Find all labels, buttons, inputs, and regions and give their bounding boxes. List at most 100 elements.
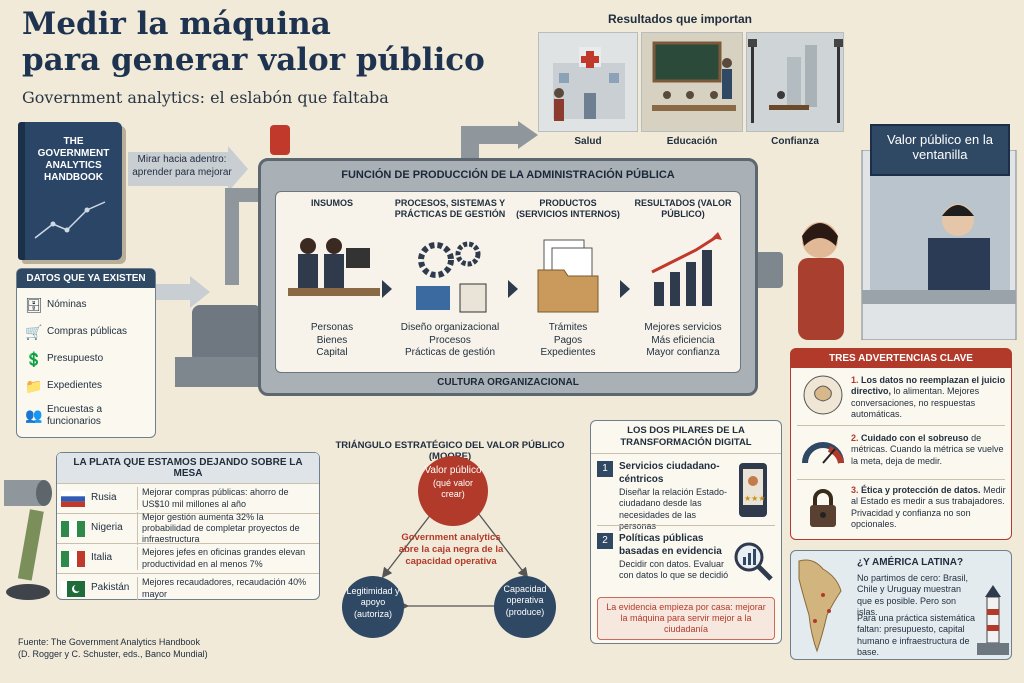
money-row-pakistan: Pakistán Mejores recaudadores, recaudaci… (57, 573, 319, 603)
source-line-2: (D. Rogger y C. Schuster, eds., Banco Mu… (18, 649, 208, 659)
node-capacity: Capacidad operativa (produce) (494, 576, 556, 638)
processes-items: Diseño organizacional Procesos Prácticas… (394, 322, 506, 360)
money-pipe-illustration (4, 474, 54, 604)
money-country: Italia (91, 552, 113, 564)
warning-number: 3. (851, 485, 859, 495)
latam-map-icon (798, 559, 842, 653)
folder-icon: 📁 (25, 377, 43, 394)
result-item: Más eficiencia (651, 334, 715, 346)
stage-arrow-icon (382, 280, 392, 298)
pipe-right (755, 252, 783, 288)
stage-arrow-icon (508, 280, 518, 298)
node-legitimacy: Legitimidad y apoyo (autoriza) (342, 576, 404, 638)
warning-text: lo alimentan. Mejores conversaciones, no… (851, 386, 980, 419)
triangle-center-text: Government analytics abre la caja negra … (398, 532, 504, 567)
look-inside-text: Mirar hacia adentro: aprender para mejor… (132, 154, 232, 178)
machine-title: FUNCIÓN DE PRODUCCIÓN DE LA ADMINISTRACI… (341, 169, 675, 181)
money-row-russia: Rusia Mejorar compras públicas: ahorro d… (57, 483, 319, 513)
warning-bold: Ética y protección de datos. (861, 485, 981, 495)
money-row-nigeria: Nigeria Mejor gestión aumenta 32% la pro… (57, 511, 319, 546)
book-title-2: GOVERNMENT (37, 148, 110, 159)
triangle-arrows (381, 501, 529, 612)
machine-window: INSUMOS PROCESOS, SISTEMAS Y PRÁCTICAS D… (275, 191, 741, 373)
inputs-items: Personas Bienes Capital (280, 322, 384, 360)
result-health-label: Salud (574, 136, 602, 147)
flag-italy-icon (61, 550, 85, 567)
svg-text:★★★: ★★★ (744, 494, 766, 503)
input-item: Bienes (316, 334, 348, 346)
product-item: Pagos (553, 334, 583, 346)
product-item: Expedientes (540, 347, 596, 358)
result-trust-label: Confianza (771, 136, 819, 147)
look-inside-arrow: Mirar hacia adentro: aprender para mejor… (128, 146, 248, 192)
node-legitimacy-label: Legitimidad y apoyo (346, 586, 400, 608)
data-arrow (150, 276, 210, 308)
flag-russia-icon (61, 490, 85, 507)
warning-number: 1. (851, 375, 859, 385)
pillar-2-text: Decidir con datos. Evaluar con datos lo … (619, 559, 729, 581)
warnings-title: TRES ADVERTENCIAS CLAVE (791, 349, 1011, 368)
flag-nigeria-icon (61, 520, 85, 537)
gauge-icon (802, 442, 844, 464)
node-public-value-label: Valor público (424, 465, 482, 476)
source-line-1: Fuente: The Government Analytics Handboo… (18, 637, 200, 647)
pillar-2-head: Políticas públicas basadas en evidencia (619, 533, 722, 557)
money-text: Mejores jefes en oficinas grandes elevan… (137, 547, 309, 570)
existing-item: Nóminas (47, 299, 87, 311)
existing-data-title: DATOS QUE YA EXISTEN (17, 269, 155, 288)
flag-pakistan-icon (61, 580, 85, 597)
folders-icon (537, 239, 599, 313)
money-title: LA PLATA QUE ESTAMOS DEJANDO SOBRE LA ME… (57, 453, 319, 483)
title-line-1: Medir la máquina (22, 6, 331, 42)
latam-panel: ¿Y AMÉRICA LATINA? No partimos de cero: … (790, 550, 1012, 660)
warning-text: de métricas. Cuando la métrica se vuelve… (851, 433, 1004, 466)
warnings-panel: TRES ADVERTENCIAS CLAVE 1. Los datos no … (790, 348, 1012, 540)
results-items: Mejores servicios Más eficiencia Mayor c… (630, 322, 736, 360)
money-text: Mejor gestión aumenta 32% la probabilida… (137, 511, 309, 546)
page-title: Medir la máquina para generar valor públ… (22, 6, 485, 78)
money-row-italy: Italia Mejores jefes en oficinas grandes… (57, 543, 319, 573)
source-note: Fuente: The Government Analytics Handboo… (18, 636, 208, 660)
machine-footer: CULTURA ORGANIZACIONAL (437, 377, 579, 388)
existing-item: Compras públicas (47, 326, 128, 338)
page-subtitle: Government analytics: el eslabón que fal… (22, 88, 389, 107)
pillars-note: La evidencia empieza por casa: mejorar l… (597, 597, 775, 640)
node-public-value-sub: (qué valor crear) (432, 477, 474, 499)
book-title-3: ANALYTICS (45, 160, 102, 171)
process-item: Procesos (429, 334, 471, 346)
existing-item: Expedientes (47, 380, 103, 392)
money-text: Mejorar compras públicas: ahorro de US$1… (137, 487, 309, 510)
existing-item: Encuestas a funcionarios (47, 403, 103, 428)
pillars-panel: LOS DOS PILARES DE LA TRANSFORMACIÓN DIG… (590, 420, 782, 644)
pillar-1-head: Servicios ciudadano-céntricos (619, 461, 720, 485)
result-item: Mayor confianza (646, 347, 720, 358)
cart-icon: 🛒 (25, 323, 43, 340)
product-item: Trámites (548, 322, 588, 333)
book-chart-icon (34, 201, 106, 239)
node-capacity-label: Capacidad operativa (503, 584, 547, 606)
warning-number: 2. (851, 433, 859, 443)
pipes-illustration (175, 121, 538, 387)
magnifier-chart-icon (734, 542, 773, 581)
handbook-book: THE GOVERNMENT ANALYTICS HANDBOOK (18, 122, 122, 260)
brain-head-icon (803, 375, 843, 415)
education-scene (641, 32, 743, 132)
service-window-scene: Valor público en la ventanilla (790, 124, 1018, 340)
existing-item: Presupuesto (47, 353, 104, 365)
book-title-4: HANDBOOK (44, 172, 103, 183)
title-line-2: para generar valor público (22, 42, 485, 78)
warning-1: 1. Los datos no reemplazan el juicio dir… (851, 375, 1007, 420)
node-legitimacy-sub: (autoriza) (353, 608, 392, 619)
process-item: Prácticas de gestión (404, 347, 496, 358)
health-scene (538, 32, 638, 132)
process-item: Diseño organizacional (400, 322, 500, 333)
growth-chart-icon (651, 232, 722, 306)
money-panel: LA PLATA QUE ESTAMOS DEJANDO SOBRE LA ME… (56, 452, 320, 600)
pillars-title: LOS DOS PILARES DE LA TRANSFORMACIÓN DIG… (620, 425, 752, 448)
budget-icon: 💲 (25, 350, 43, 367)
gears-icon (416, 241, 487, 313)
input-item: Capital (316, 347, 348, 358)
latam-text-1: No partimos de cero: Brasil, Chile y Uru… (857, 573, 969, 617)
results-scenes: Salud Educación Confianza (538, 32, 844, 152)
existing-data-panel: DATOS QUE YA EXISTEN 🗄Nóminas 🛒Compras p… (16, 268, 156, 438)
